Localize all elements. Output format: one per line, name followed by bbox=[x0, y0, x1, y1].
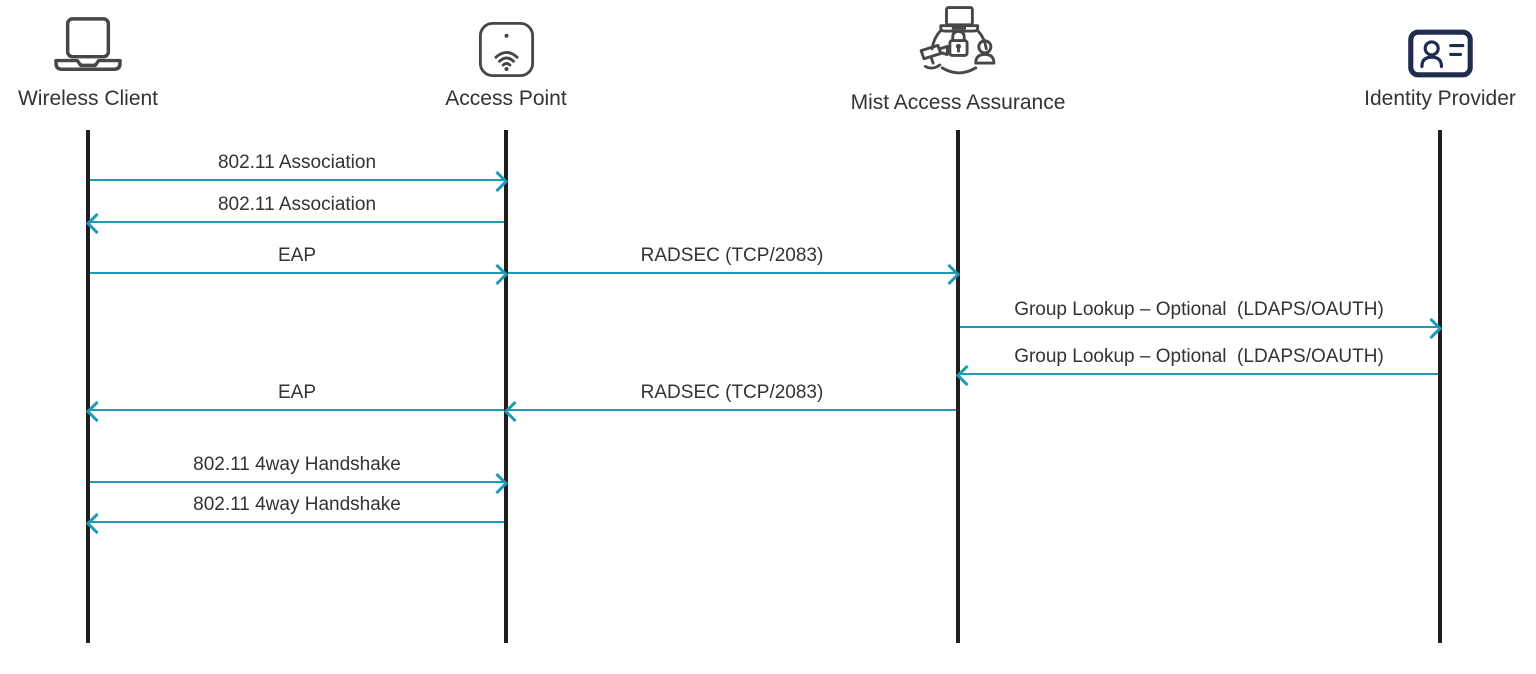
message-label: 802.11 Association bbox=[217, 152, 377, 173]
message-label: RADSEC (TCP/2083) bbox=[640, 382, 824, 403]
id-card-icon bbox=[1407, 6, 1473, 78]
message-label: Group Lookup – Optional (LDAPS/OAUTH) bbox=[1014, 346, 1384, 367]
message-group-lookup-request: Group Lookup – Optional (LDAPS/OAUTH) bbox=[960, 298, 1438, 328]
message-group-lookup-response: Group Lookup – Optional (LDAPS/OAUTH) bbox=[960, 345, 1438, 375]
actor-label: Access Point bbox=[445, 87, 567, 110]
message-label: EAP bbox=[277, 382, 317, 403]
arrow-left bbox=[90, 409, 504, 411]
actor-label: Mist Access Assurance bbox=[850, 91, 1066, 114]
arrow-right bbox=[90, 481, 504, 483]
arrow-right bbox=[508, 272, 956, 274]
arrow-left bbox=[960, 373, 1438, 375]
message-label: 802.11 4way Handshake bbox=[193, 454, 401, 475]
arrow-left bbox=[90, 221, 504, 223]
message-label: EAP bbox=[277, 245, 317, 266]
actor-label: Wireless Client bbox=[17, 87, 159, 110]
message-assoc-response: 802.11 Association bbox=[90, 193, 504, 223]
arrow-right bbox=[960, 326, 1438, 328]
actor-access-point: Access Point bbox=[396, 6, 616, 111]
message-4way-handshake-request: 802.11 4way Handshake bbox=[90, 453, 504, 483]
lifeline-access-point bbox=[504, 130, 508, 643]
lifeline-identity-provider bbox=[1438, 130, 1442, 643]
lifeline-mist-access-assurance bbox=[956, 130, 960, 643]
actor-identity-provider: Identity Provider bbox=[1330, 6, 1536, 111]
message-label: 802.11 Association bbox=[217, 194, 377, 215]
message-label: RADSEC (TCP/2083) bbox=[640, 245, 824, 266]
arrow-left bbox=[90, 521, 504, 523]
access-point-icon bbox=[478, 6, 535, 78]
message-label: Group Lookup – Optional (LDAPS/OAUTH) bbox=[1014, 299, 1384, 320]
actor-mist-access-assurance: Mist Access Assurance bbox=[848, 6, 1068, 115]
arrow-right bbox=[90, 179, 504, 181]
arrow-right bbox=[90, 272, 504, 274]
message-eap-response: EAP bbox=[90, 381, 504, 411]
lifeline-wireless-client bbox=[86, 130, 90, 643]
actor-wireless-client: Wireless Client bbox=[0, 6, 198, 111]
laptop-icon bbox=[51, 6, 125, 78]
message-eap-request: EAP bbox=[90, 244, 504, 274]
actor-label: Identity Provider bbox=[1364, 87, 1516, 110]
arrow-left bbox=[508, 409, 956, 411]
message-radsec-request: RADSEC (TCP/2083) bbox=[508, 244, 956, 274]
access-assurance-icon bbox=[912, 6, 1004, 82]
message-radsec-response: RADSEC (TCP/2083) bbox=[508, 381, 956, 411]
message-4way-handshake-response: 802.11 4way Handshake bbox=[90, 493, 504, 523]
message-assoc-request: 802.11 Association bbox=[90, 151, 504, 181]
message-label: 802.11 4way Handshake bbox=[193, 494, 401, 515]
